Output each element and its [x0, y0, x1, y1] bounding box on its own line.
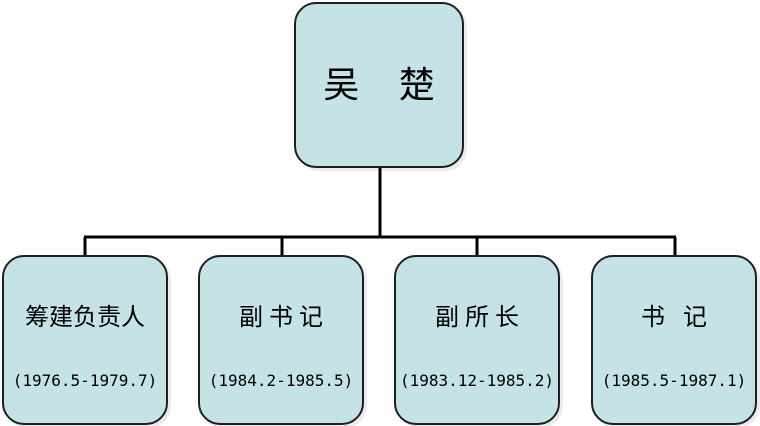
root-node: 吴 楚 — [294, 2, 464, 168]
position-role-4: 书记 — [641, 303, 725, 331]
position-period-4: (1985.5-1987.1) — [601, 371, 747, 390]
root-name: 吴 楚 — [323, 65, 449, 106]
position-node-1: 筹建负责人 (1976.5-1979.7) — [2, 255, 168, 425]
position-role-3: 副所长 — [435, 303, 525, 331]
position-role-2: 副书记 — [239, 303, 329, 331]
position-node-4: 书记 (1985.5-1987.1) — [591, 255, 757, 425]
position-node-2: 副书记 (1984.2-1985.5) — [198, 255, 364, 425]
position-node-3: 副所长 (1983.12-1985.2) — [394, 255, 560, 425]
position-period-1: (1976.5-1979.7) — [12, 371, 158, 390]
position-period-3: (1983.12-1985.2) — [399, 371, 555, 390]
position-role-1: 筹建负责人 — [25, 303, 145, 331]
position-period-2: (1984.2-1985.5) — [208, 371, 354, 390]
